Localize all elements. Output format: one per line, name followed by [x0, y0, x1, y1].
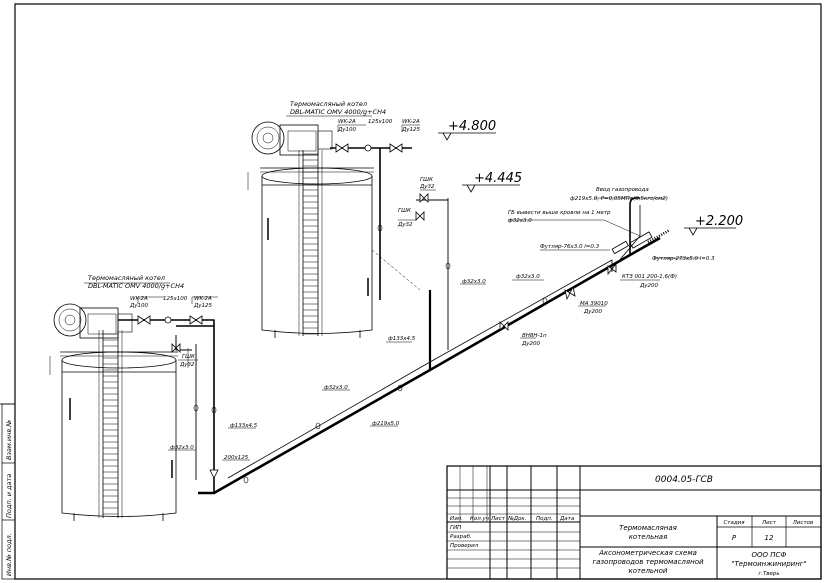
col-ndoc: №Док. — [507, 516, 527, 522]
ma-label: MA 39010 — [580, 301, 608, 307]
pipe-d32-l: ф32х3.0 — [324, 385, 348, 391]
elevation-2200: +2.200 — [695, 214, 743, 229]
ktz-label: КТЗ 001 200-1,6(Ф) — [622, 274, 677, 280]
inlet-spec: ф219х5.0, Р=0,05МПа(0,5кгс/см2) — [570, 196, 668, 202]
sheets-label: Листов — [792, 520, 814, 526]
reducer-label: 200х125 — [224, 455, 249, 461]
col-kolich: Кол.уч — [470, 516, 490, 522]
side-stamp-sign: Подп. и дата — [5, 474, 13, 518]
col-podp: Подп. — [536, 516, 553, 522]
pipe-d219: ф219х5.0 — [372, 421, 400, 427]
boiler-1-gshk: ГШК — [182, 354, 196, 360]
boiler-1-gshk-dn: Ду32 — [179, 362, 195, 368]
elevation-4445: +4.445 — [474, 171, 522, 186]
boiler-2-gshk-bot-dn: Ду32 — [397, 222, 413, 228]
col-izm: Изм. — [450, 516, 463, 522]
boiler-2-size: 125х100 — [368, 119, 393, 125]
pipe-d32-r: ф32х3.0 — [462, 279, 486, 285]
boiler-2 — [247, 121, 421, 338]
org-city: г.Тверь — [758, 571, 779, 577]
side-stamp — [1, 403, 16, 580]
purge-pipe: ф32х3.0 — [508, 218, 532, 224]
boiler-2-wk-right: WK-2A — [402, 119, 420, 125]
sleeve-76: Футляр-76х3.0 l=0.3 — [540, 244, 600, 250]
boiler-2-title-2: DBL-MATIC OMV 4000/g+СН4 — [290, 108, 386, 116]
col-data: Дата — [559, 516, 575, 522]
boiler-2-ladder-rungs — [303, 153, 318, 335]
boiler-1-title-1: Термомасляный котел — [88, 274, 165, 282]
boiler-2-gshk-top-dn: Ду32 — [419, 184, 435, 190]
sheet-value: 12 — [765, 534, 774, 542]
pipe-d133-r: ф133х4.5 — [388, 336, 416, 342]
boiler-1-wk-right: WK-2A — [194, 296, 212, 302]
fitting-markers — [193, 224, 548, 484]
stage-value: Р — [732, 534, 737, 542]
role-proveril: Проверил — [450, 543, 479, 549]
boiler-2-gshk-top: ГШК — [420, 177, 434, 183]
org-line2: "Термоинжиниринг" — [731, 560, 806, 568]
doc-code: 0004.05-ГСВ — [655, 475, 713, 485]
vn-label: ВН8Н-1п — [522, 333, 547, 339]
role-gip: ГИП — [450, 525, 461, 531]
elevation-marks — [438, 132, 736, 236]
boiler-1-wk-left-dn: Ду100 — [129, 303, 149, 309]
org-line1: ООО ПСФ — [752, 551, 787, 559]
boiler-2-wk-left-dn: Ду100 — [337, 127, 357, 133]
vn-dn: Ду200 — [521, 341, 541, 347]
boiler-1-size: 125х100 — [163, 296, 188, 302]
side-stamp-replace: Взам.инв.№ — [5, 420, 13, 460]
sheet-label: Лист — [761, 520, 777, 526]
boiler-1 — [49, 303, 189, 521]
stage-label: Стадия — [723, 520, 745, 526]
boiler-1-ladder-rungs — [103, 333, 118, 515]
ktz-dn: Ду200 — [639, 283, 659, 289]
boiler-2-gshk-bot: ГШК — [398, 208, 412, 214]
pipe-d32-mid: ф32х3.0 — [516, 274, 540, 280]
elevation-4800: +4.800 — [448, 119, 496, 134]
valves — [137, 143, 617, 479]
boiler-1-wk-left: WK-2A — [130, 296, 148, 302]
side-stamp-inv: Инв.№ подл. — [5, 533, 13, 576]
title-block — [446, 465, 822, 580]
ma-dn: Ду200 — [583, 309, 603, 315]
boiler-1-title-2: DBL-MATIC OMV 4000/g+СН4 — [88, 282, 184, 290]
boiler-2-wk-right-dn: Ду125 — [401, 127, 421, 133]
leader-lines — [84, 115, 700, 461]
boiler-1-wk-right-dn: Ду125 — [193, 303, 213, 309]
col-list: Лист — [490, 516, 506, 522]
pipe-d32-ll: ф32х3.0 — [170, 445, 194, 451]
boiler-2-title-1: Термомасляный котел — [290, 100, 367, 108]
inlet-label: Ввод газопровода — [596, 187, 649, 193]
sleeve-273: Футляр-273х5.0 l=0.3 — [652, 256, 715, 262]
purge-label: ГБ вывести выше кровли на 1 метр — [508, 210, 611, 216]
pipe-d133-l: ф133х4.5 — [230, 423, 258, 429]
role-razrab: Разраб. — [450, 534, 472, 540]
boiler-2-wk-left: WK-2A — [338, 119, 356, 125]
